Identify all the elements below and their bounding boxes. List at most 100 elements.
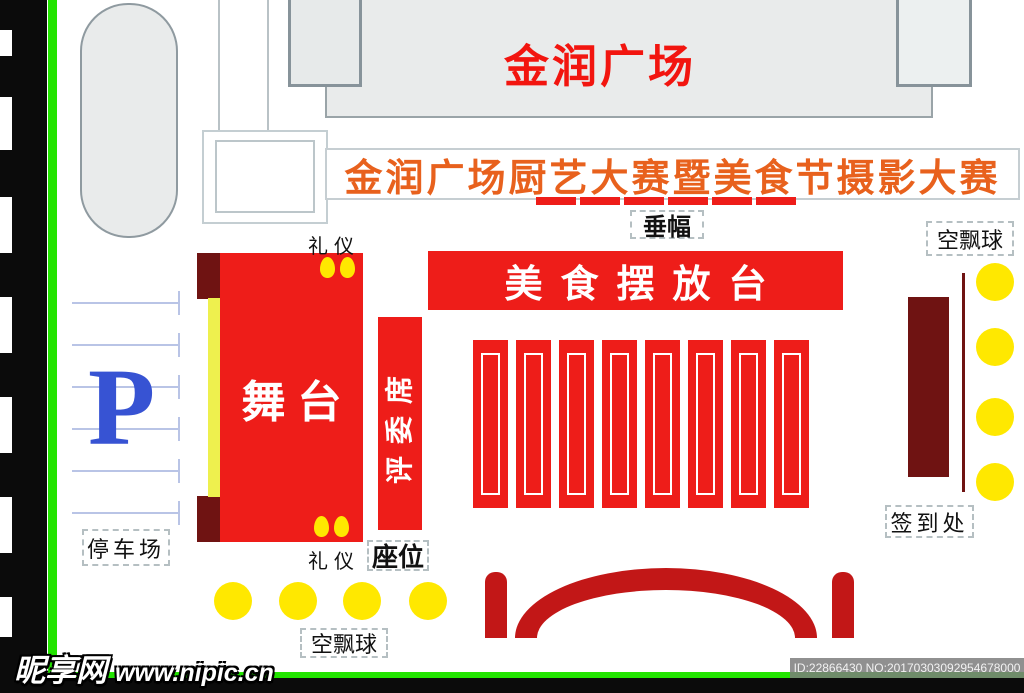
food-table-column bbox=[688, 340, 723, 508]
balloons-bottom-text: 空飘球 bbox=[310, 632, 377, 657]
balloon bbox=[976, 398, 1014, 436]
food-table-column bbox=[602, 340, 637, 508]
upper-building-left bbox=[288, 0, 362, 87]
banner-tag-text: 垂幅 bbox=[643, 214, 691, 241]
food-display-banner: 美食摆放台 bbox=[428, 251, 843, 310]
food-table-column bbox=[774, 340, 809, 508]
food-table-outline bbox=[610, 353, 629, 495]
road-lane-dash bbox=[0, 297, 12, 353]
food-table-outline bbox=[481, 353, 500, 495]
parking-line bbox=[72, 459, 180, 483]
red-dash bbox=[536, 197, 576, 205]
footprint-icon bbox=[334, 516, 349, 537]
parking-line bbox=[72, 501, 180, 525]
oval-structure bbox=[80, 3, 178, 238]
seats-tag: 座位 bbox=[367, 540, 429, 572]
corridor-wall-left bbox=[218, 0, 220, 130]
banner-red-dashes bbox=[536, 197, 796, 205]
food-tables bbox=[473, 340, 809, 508]
food-table-column bbox=[731, 340, 766, 508]
judges-seats-text: 评委席 bbox=[384, 363, 415, 484]
balloon bbox=[976, 463, 1014, 501]
entrance-arch bbox=[515, 568, 817, 638]
parking-line-tick bbox=[178, 375, 180, 399]
food-table-column bbox=[559, 340, 594, 508]
road-lane-dash bbox=[0, 497, 12, 553]
parking-line-tick bbox=[178, 501, 180, 525]
balloon bbox=[409, 582, 447, 620]
footprint-icon bbox=[320, 257, 335, 278]
balloon bbox=[976, 328, 1014, 366]
footprints-top-icon bbox=[320, 257, 355, 278]
parking-lot-tag: 停车场 bbox=[82, 529, 170, 566]
image-id-watermark: ID:22866430 NO:20170303092954678000 bbox=[790, 658, 1024, 678]
site-url: www.nipic.cn bbox=[115, 659, 274, 687]
sign-in-divider bbox=[962, 273, 965, 492]
red-dash bbox=[624, 197, 664, 205]
food-table-column bbox=[645, 340, 680, 508]
food-table-outline bbox=[567, 353, 586, 495]
footprints-bottom-icon bbox=[314, 516, 349, 537]
main-building bbox=[325, 0, 933, 118]
balloons-bottom-tag: 空飘球 bbox=[300, 628, 388, 658]
site-name: 昵享网 bbox=[14, 653, 107, 688]
parking-line-tick bbox=[178, 459, 180, 483]
etiquette-label-bottom: 礼仪 bbox=[308, 551, 360, 573]
parking-line bbox=[72, 333, 180, 357]
parking-line-tick bbox=[178, 291, 180, 315]
road-lane-dash bbox=[0, 397, 12, 453]
frame-line-horizontal bbox=[48, 672, 1024, 678]
parking-line-tick bbox=[178, 333, 180, 357]
plaza-title: 金润广场 bbox=[503, 41, 696, 92]
footprint-icon bbox=[314, 516, 329, 537]
parking-line-tick bbox=[178, 417, 180, 441]
balloons-right-tag: 空飘球 bbox=[926, 221, 1014, 256]
balloons-right-text: 空飘球 bbox=[936, 227, 1003, 253]
parking-line bbox=[72, 291, 180, 315]
sign-in-tag: 签到处 bbox=[885, 505, 974, 538]
arch-pillar-right bbox=[832, 572, 854, 638]
road-lane-dash bbox=[0, 197, 12, 253]
parking-lot-text: 停车场 bbox=[86, 536, 165, 562]
footprint-icon bbox=[340, 257, 355, 278]
corridor-wall-right bbox=[267, 0, 269, 130]
banner-tag: 垂幅 bbox=[630, 210, 704, 241]
road-lane-dash bbox=[0, 597, 12, 637]
balloon bbox=[214, 582, 252, 620]
red-dash bbox=[756, 197, 796, 205]
road-lane-dash bbox=[0, 30, 12, 56]
food-table-column bbox=[516, 340, 551, 508]
upper-building-right bbox=[896, 0, 972, 87]
parking-line bbox=[72, 417, 180, 441]
event-banner: 金润广场厨艺大赛暨美食节摄影大赛 bbox=[325, 148, 1020, 200]
site-watermark: 昵享网 www.nipic.cn bbox=[14, 645, 274, 690]
food-table-column bbox=[473, 340, 508, 508]
sign-in-table bbox=[908, 297, 949, 477]
balloon bbox=[279, 582, 317, 620]
etiquette-label-top: 礼仪 bbox=[308, 236, 360, 258]
red-dash bbox=[580, 197, 620, 205]
balloon bbox=[976, 263, 1014, 301]
judges-seats-strip: 评委席 bbox=[378, 317, 422, 530]
food-table-outline bbox=[739, 353, 758, 495]
kiosk-structure-inner bbox=[215, 140, 315, 213]
food-table-outline bbox=[524, 353, 543, 495]
stage: 舞台 bbox=[220, 253, 363, 542]
road-lane-dash bbox=[0, 97, 12, 150]
food-table-outline bbox=[696, 353, 715, 495]
food-display-text: 美食摆放台 bbox=[504, 264, 785, 306]
event-banner-text: 金润广场厨艺大赛暨美食节摄影大赛 bbox=[344, 157, 1001, 200]
balloon bbox=[343, 582, 381, 620]
seats-tag-text: 座位 bbox=[371, 542, 424, 572]
bottom-bar bbox=[0, 678, 1024, 693]
food-table-outline bbox=[782, 353, 801, 495]
sign-in-text: 签到处 bbox=[890, 510, 969, 536]
parking-line bbox=[72, 375, 180, 399]
stage-text: 舞台 bbox=[241, 377, 354, 427]
arch-pillar-left bbox=[485, 572, 507, 638]
red-dash bbox=[668, 197, 708, 205]
parking-symbol: P bbox=[88, 346, 156, 468]
stage-edge-strip bbox=[208, 298, 220, 497]
red-dash bbox=[712, 197, 752, 205]
